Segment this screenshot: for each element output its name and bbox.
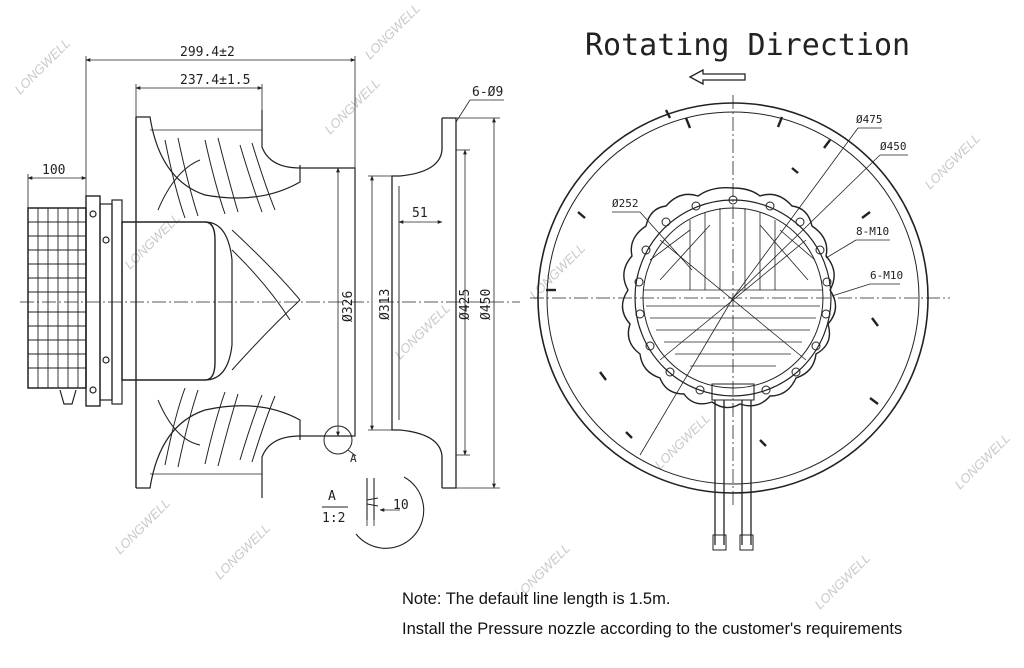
inlet-ring-view xyxy=(368,99,520,489)
watermark-text: LONGWELL xyxy=(952,430,1014,492)
watermark-text: LONGWELL xyxy=(12,35,74,97)
watermark-text: LONGWELL xyxy=(322,75,384,137)
dim-bolts-8: 8-M10 xyxy=(856,225,889,238)
dim-bolts-6: 6-M10 xyxy=(870,269,903,282)
watermark-text: LONGWELL xyxy=(212,520,274,582)
front-view xyxy=(530,95,950,551)
dim-dia-425: Ø425 xyxy=(458,289,473,320)
note-pressure-nozzle: Install the Pressure nozzle according to… xyxy=(402,620,903,638)
dim-dia-252: Ø252 xyxy=(612,197,639,210)
watermark-text: LONGWELL xyxy=(122,210,184,272)
dim-dia-450: Ø450 xyxy=(479,289,494,320)
watermark-text: LONGWELL xyxy=(112,495,174,557)
rotation-arrow xyxy=(688,68,746,86)
watermark-text: LONGWELL xyxy=(392,300,454,362)
detail-label: A xyxy=(328,489,336,504)
dim-motor-length: 100 xyxy=(42,163,65,178)
side-view xyxy=(20,110,370,498)
watermark-text: LONGWELL xyxy=(812,550,874,612)
dim-overall-length: 299.4±2 xyxy=(180,45,235,60)
detail-dim: 10 xyxy=(393,498,409,513)
detail-marker: A xyxy=(350,452,357,465)
watermark-text: LONGWELL xyxy=(922,130,984,192)
dim-dia-475: Ø475 xyxy=(856,113,883,126)
dim-dia-450-front: Ø450 xyxy=(880,140,907,153)
rotating-direction-title: Rotating Direction xyxy=(585,28,910,63)
dim-holes: 6-Ø9 xyxy=(472,85,503,100)
side-dimensions xyxy=(27,56,356,437)
watermark-text: LONGWELL xyxy=(362,0,424,62)
dim-impeller-length: 237.4±1.5 xyxy=(180,73,250,88)
dim-ring-depth: 51 xyxy=(412,206,428,221)
dim-outlet-diameter: Ø326 xyxy=(341,291,356,322)
detail-scale: 1:2 xyxy=(322,511,345,526)
watermark-layer: LONGWELL LONGWELL LONGWELL LONGWELL LONG… xyxy=(12,0,1014,612)
note-line-length: Note: The default line length is 1.5m. xyxy=(402,590,671,608)
detail-a xyxy=(322,476,425,549)
watermark-text: LONGWELL xyxy=(527,240,589,302)
dim-dia-313: Ø313 xyxy=(378,289,393,320)
